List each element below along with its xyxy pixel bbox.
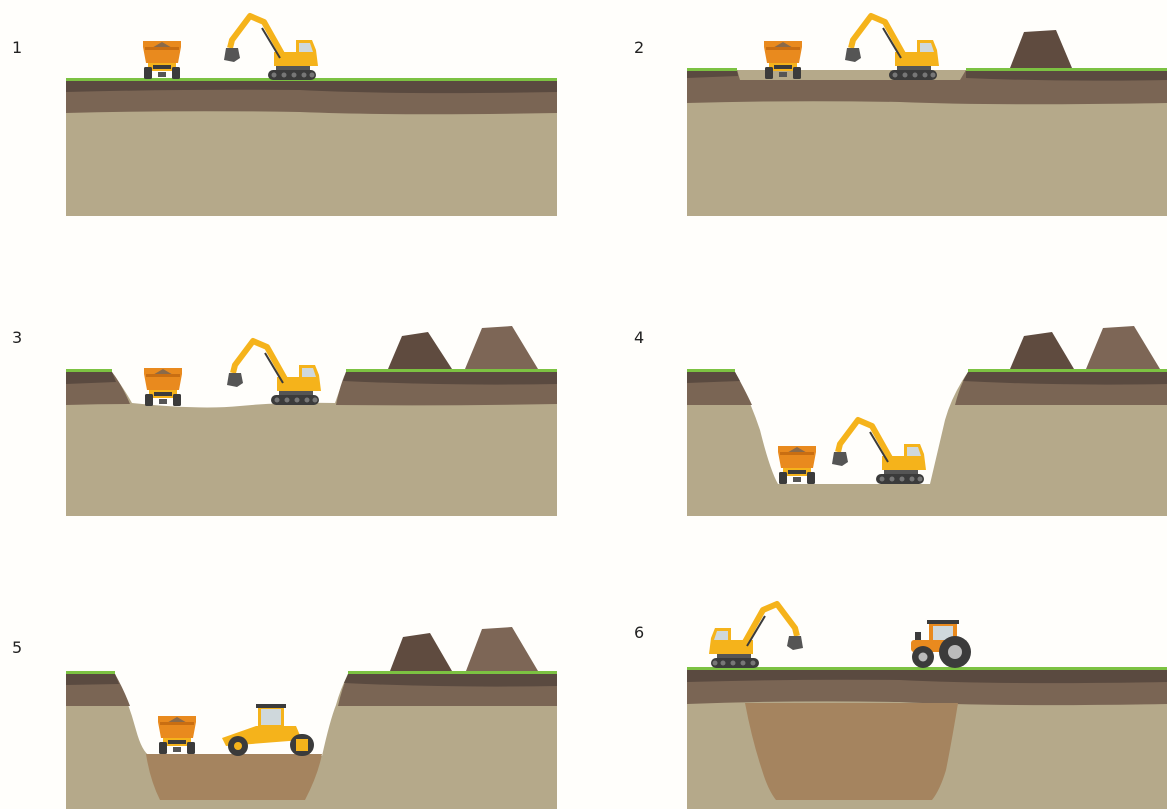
panel-3 [66,326,557,516]
dump-truck-icon [158,716,196,754]
panel-6 [687,604,1167,809]
roller-compactor-icon [222,704,314,756]
excavator-icon [224,16,318,80]
dump-truck-icon [764,41,802,79]
dump-truck-icon [778,446,816,484]
dump-truck-icon [144,368,182,406]
excavator-icon [709,604,803,668]
panel-2 [687,16,1167,216]
panel-5 [66,627,557,809]
panel-1 [66,16,557,216]
excavator-icon [227,341,321,405]
dump-truck-icon [143,41,181,79]
tractor-icon [911,620,971,668]
excavator-icon [832,420,926,484]
panel-4 [687,326,1167,516]
